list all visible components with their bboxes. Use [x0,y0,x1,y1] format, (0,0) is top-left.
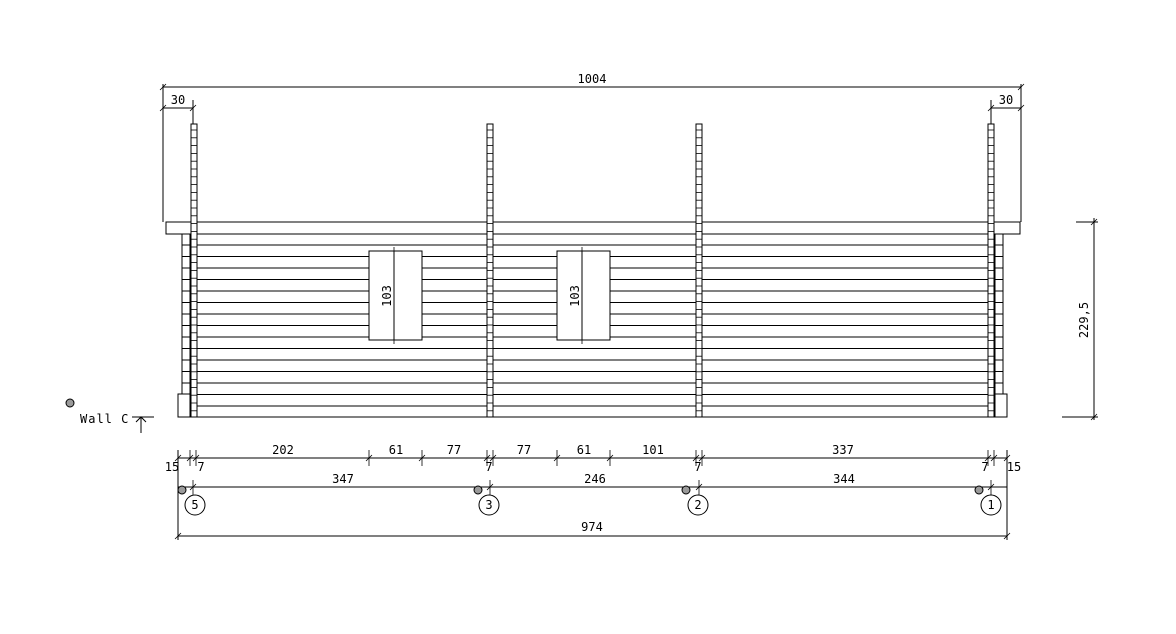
partition-post [486,123,494,418]
opening-dim-5: 61 [577,443,591,457]
opening-dim-6: 101 [642,443,664,457]
svg-text:3: 3 [485,498,492,512]
svg-text:1: 1 [987,498,994,512]
window-1: 103 [368,247,423,344]
opening-dim-1: 202 [272,443,294,457]
overall-width-label: 1004 [578,72,607,86]
partition-post [987,123,995,418]
axis-marker-5: 5 [177,485,206,516]
overhang-right-label: 30 [999,93,1013,107]
partition-post [190,123,198,418]
axis-marker-2: 2 [681,485,709,516]
overhang-left-label: 30 [171,93,185,107]
overhang-left-dimension: 30 [159,93,197,124]
right-corner-log-ends [994,233,1004,395]
end-dim-right: 15 [1007,460,1021,474]
total-label: 974 [581,520,603,534]
axis-dim-3: 344 [833,472,855,486]
end-dim-left: 15 [165,460,179,474]
svg-text:5: 5 [191,498,198,512]
window-2-height-label: 103 [568,285,582,307]
roof-eave [165,221,1021,235]
window-2: 103 [556,247,611,344]
opening-dimension-chain [174,450,1011,466]
overhang-right-dimension: 30 [987,93,1025,124]
svg-text:2: 2 [694,498,701,512]
axis-marker-1: 1 [974,485,1002,516]
wall-label: Wall C [80,412,129,426]
height-label: 229,5 [1077,302,1091,338]
right-foundation-step [994,393,1008,418]
left-foundation-step [177,393,191,418]
height-dimension: 229,5 [1062,218,1098,421]
partition-posts [190,123,995,418]
overall-width-dimension: 1004 [159,72,1025,222]
opening-dim-4: 77 [517,443,531,457]
window-1-height-label: 103 [380,285,394,307]
post-dim-1: 7 [197,460,204,474]
axis-dim-2: 246 [584,472,606,486]
partition-post [695,123,703,418]
opening-dim-3: 77 [447,443,461,457]
post-dim-3: 7 [694,460,701,474]
axis-dimension-chain [178,480,1007,495]
axis-marker-3: 3 [473,485,500,516]
opening-dim-2: 61 [389,443,403,457]
post-dim-2: 7 [485,460,492,474]
left-corner-log-ends [181,233,191,395]
axis-dim-1: 347 [332,472,354,486]
post-dim-4: 7 [981,460,988,474]
wall-marker: Wall C [65,398,154,433]
opening-dim-7: 337 [832,443,854,457]
total-dimension: 974 [174,450,1011,540]
